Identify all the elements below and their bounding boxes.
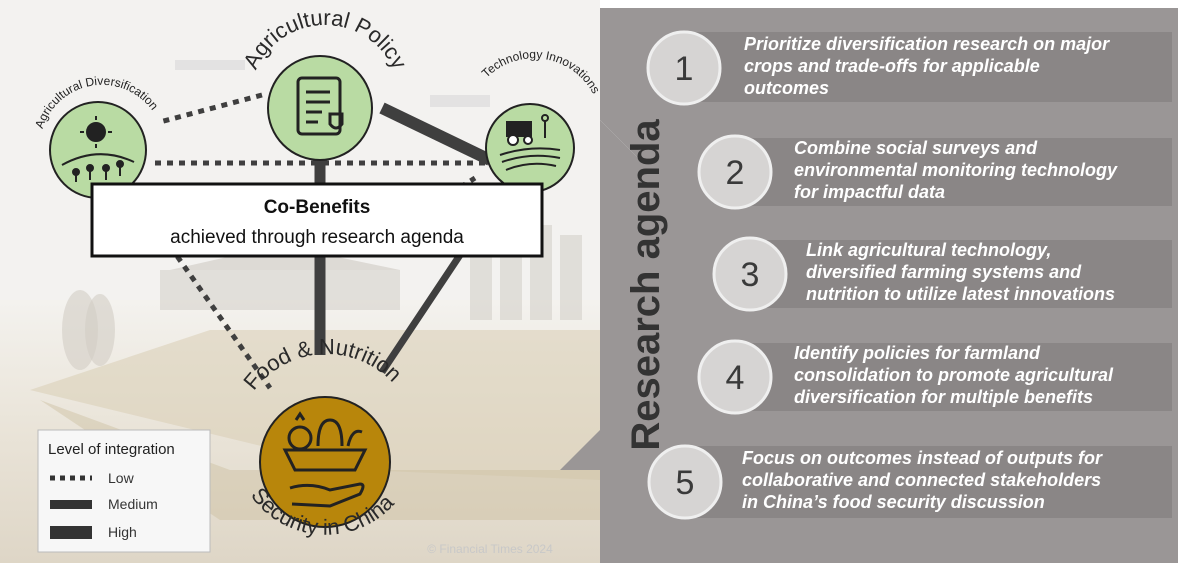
agenda-text-2-line-1: Combine social surveys and bbox=[794, 138, 1038, 158]
agenda-number-1: 1 bbox=[675, 50, 694, 88]
agenda-text-5-line-2: collaborative and connected stakeholders bbox=[742, 470, 1101, 490]
co-benefits-box: Co-Benefits achieved through research ag… bbox=[90, 182, 544, 258]
agenda-number-5: 5 bbox=[676, 464, 695, 502]
legend: Level of integration Low Medium High bbox=[37, 429, 211, 553]
agenda-text-3-line-3: nutrition to utilize latest innovations bbox=[806, 284, 1115, 304]
legend-high-swatch bbox=[50, 526, 92, 539]
agenda-text-4-line-3: diversification for multiple benefits bbox=[794, 387, 1093, 407]
food-basket-hand-icon bbox=[282, 411, 368, 508]
agenda-text-4-line-2: consolidation to promote agricultural bbox=[794, 365, 1114, 385]
co-benefits-title: Co-Benefits bbox=[264, 197, 371, 218]
agenda-text-2-line-2: environmental monitoring technology bbox=[794, 160, 1118, 180]
legend-medium-swatch bbox=[50, 500, 92, 509]
legend-low-label: Low bbox=[108, 470, 135, 486]
agenda-item-2: 2 Combine social surveys and environment… bbox=[697, 134, 1172, 210]
policy-document-icon bbox=[296, 76, 344, 136]
agenda-text-2-line-3: for impactful data bbox=[794, 182, 945, 202]
agenda-item-5: 5 Focus on outcomes instead of outputs f… bbox=[647, 444, 1172, 520]
co-benefits-subtitle: achieved through research agenda bbox=[170, 227, 464, 248]
research-agenda-title: Research agenda bbox=[624, 119, 668, 451]
agenda-text-1-line-3: outcomes bbox=[744, 78, 829, 98]
agenda-number-2: 2 bbox=[726, 154, 745, 192]
agenda-item-4: 4 Identify policies for farmland consoli… bbox=[697, 339, 1172, 415]
tractor-field-icon bbox=[499, 114, 561, 171]
agenda-item-1: 1 Prioritize diversification research on… bbox=[646, 30, 1172, 106]
agenda-text-1-line-2: crops and trade-offs for applicable bbox=[744, 56, 1040, 76]
legend-medium-label: Medium bbox=[108, 496, 158, 512]
link-policy-technology bbox=[379, 102, 493, 166]
agenda-text-5-line-1: Focus on outcomes instead of outputs for bbox=[742, 448, 1103, 468]
agenda-item-3: 3 Link agricultural technology, diversif… bbox=[712, 236, 1172, 312]
legend-high-label: High bbox=[108, 524, 137, 540]
sun-plants-icon bbox=[61, 116, 135, 182]
research-agenda-panel: Research agenda 1 Prioritize diversifica… bbox=[560, 8, 1178, 563]
link-policy-diversification bbox=[159, 92, 263, 125]
agenda-text-5-line-3: in China’s food security discussion bbox=[742, 492, 1045, 512]
credit: © Financial Times 2024 bbox=[427, 542, 553, 556]
agenda-number-4: 4 bbox=[726, 359, 745, 397]
legend-title: Level of integration bbox=[48, 441, 175, 458]
agenda-text-3-line-2: diversified farming systems and bbox=[806, 262, 1082, 282]
agenda-text-4-line-1: Identify policies for farmland bbox=[794, 343, 1041, 363]
agenda-text-1-line-1: Prioritize diversification research on m… bbox=[744, 34, 1110, 54]
agenda-text-3-line-1: Link agricultural technology, bbox=[806, 240, 1051, 260]
agenda-number-3: 3 bbox=[741, 256, 760, 294]
